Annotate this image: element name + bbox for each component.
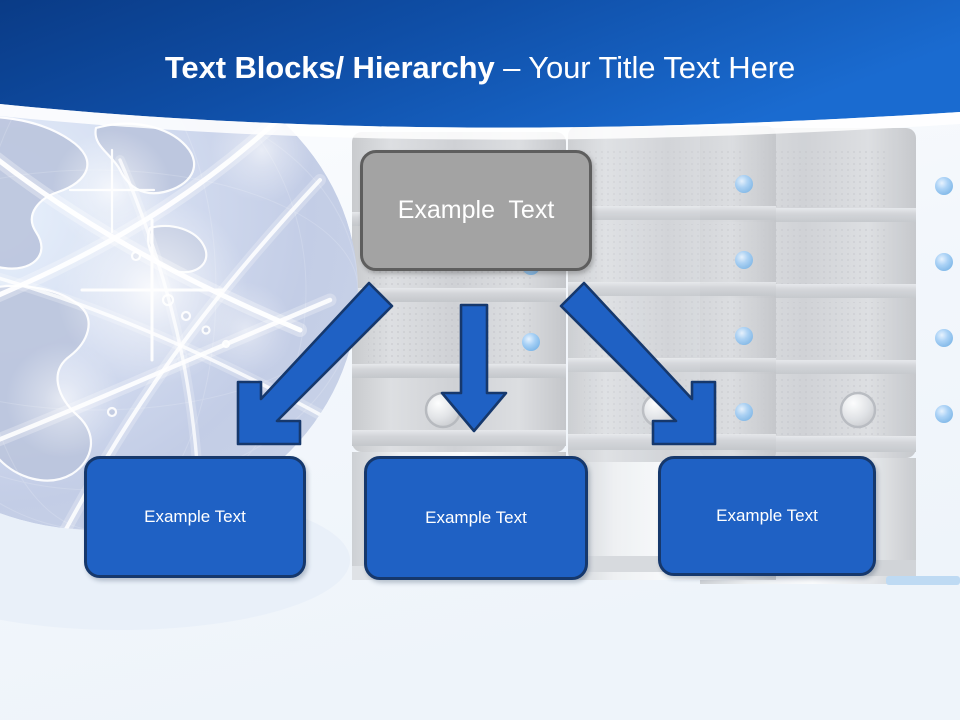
arrow-down-right-icon bbox=[559, 281, 717, 446]
header-wave-highlight bbox=[0, 104, 960, 140]
globe-network-image bbox=[0, 104, 358, 630]
hierarchy-child-box-1[interactable]: Example Text bbox=[84, 456, 306, 578]
arrow-down-left-icon bbox=[236, 281, 394, 446]
hierarchy-parent-box[interactable]: Example Text bbox=[360, 150, 592, 271]
server-led bbox=[735, 175, 753, 421]
header-banner bbox=[0, 0, 960, 128]
server-led bbox=[935, 177, 953, 423]
hierarchy-child-box-2[interactable]: Example Text bbox=[364, 456, 588, 580]
hierarchy-child-box-3[interactable]: Example Text bbox=[658, 456, 876, 576]
arrow-down-icon bbox=[440, 303, 508, 433]
server-power-knob bbox=[839, 391, 877, 429]
